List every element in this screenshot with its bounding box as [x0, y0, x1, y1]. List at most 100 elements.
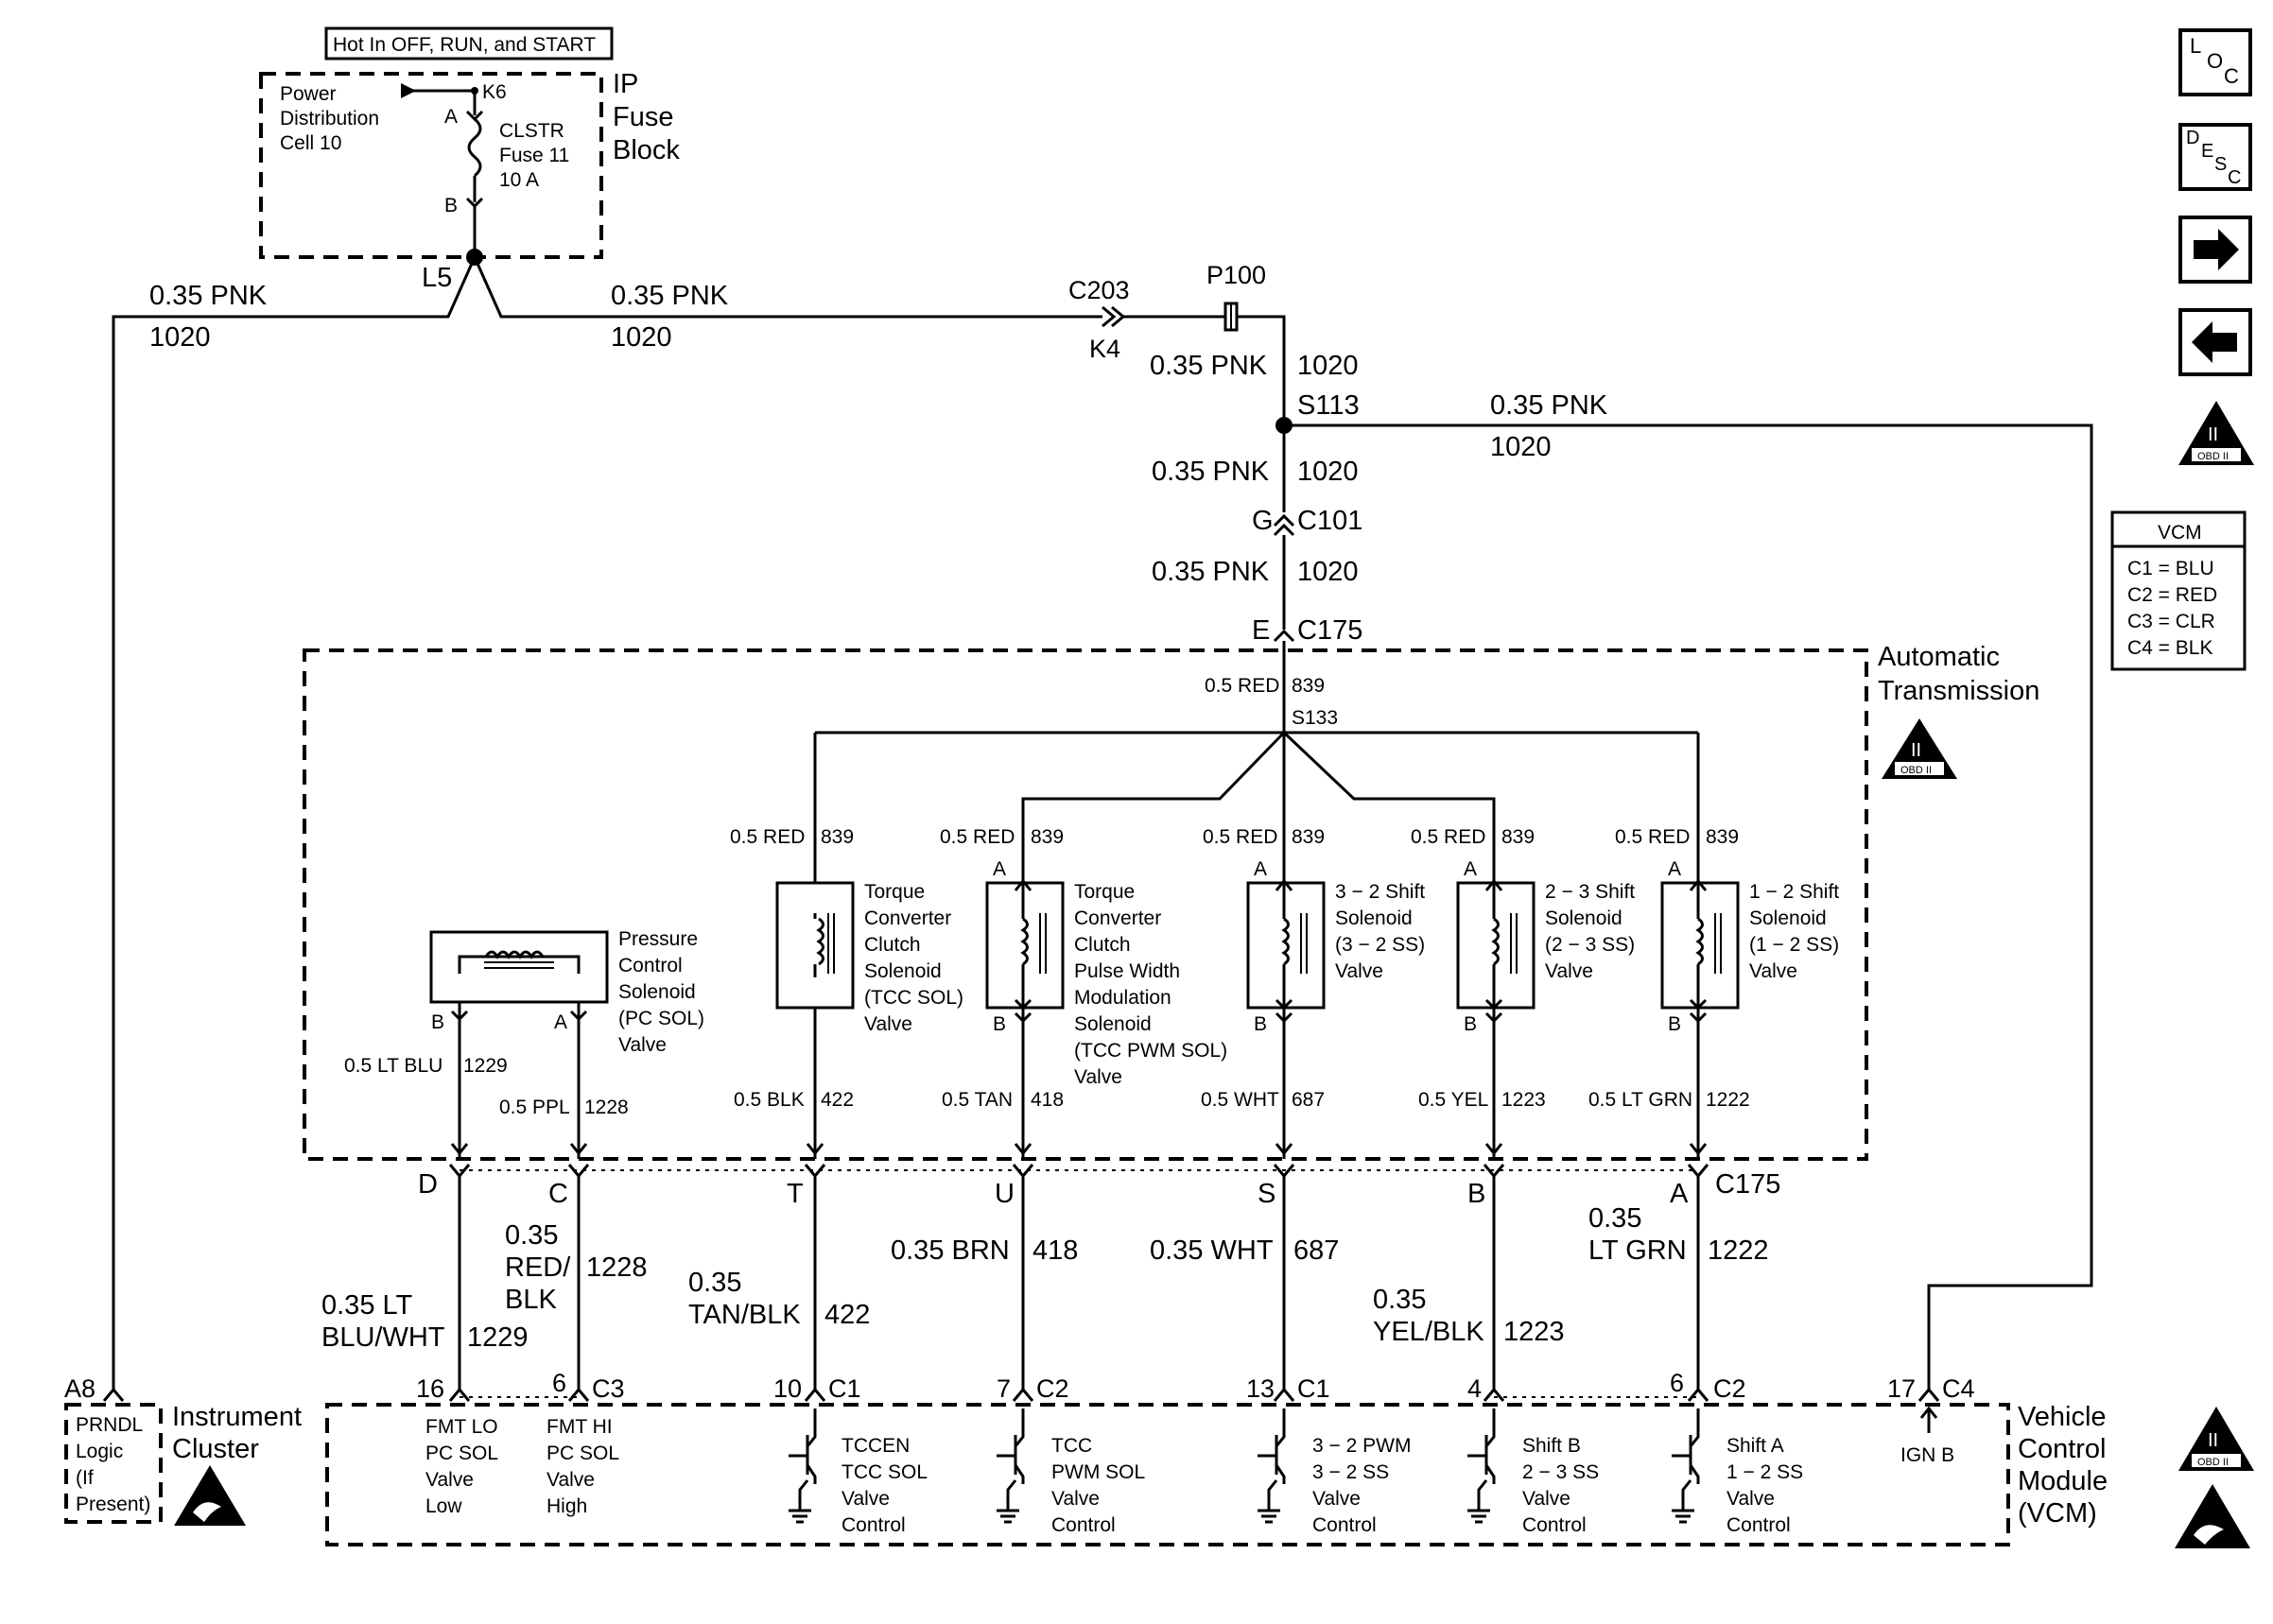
svg-text:Low: Low	[425, 1495, 462, 1517]
svg-text:1222: 1222	[1708, 1235, 1769, 1266]
svg-text:0.35: 0.35	[688, 1268, 741, 1298]
fuse-11: K6 A B CLSTR Fuse 11 10 A	[401, 81, 569, 255]
svg-text:PC SOL: PC SOL	[425, 1443, 498, 1464]
svg-text:Control: Control	[618, 955, 683, 976]
driver-transistor-icon	[787, 1408, 817, 1524]
svg-text:Control: Control	[1312, 1514, 1377, 1536]
label-ltbluwht-1229: 0.35 LT BLU/WHT 1229	[321, 1290, 529, 1353]
svg-text:B: B	[1467, 1179, 1485, 1209]
loc-button[interactable]: L O C	[2178, 28, 2252, 96]
connector-c175-bottom: D C T U S B A C175	[418, 1164, 1780, 1209]
cluster-pin-a8: A8	[64, 1374, 95, 1403]
svg-text:0.35 WHT: 0.35 WHT	[1150, 1235, 1274, 1266]
svg-text:High: High	[547, 1495, 587, 1517]
svg-text:Valve: Valve	[864, 1013, 912, 1035]
obd-ii-vcm-icon: II OBD II	[2178, 1407, 2254, 1471]
svg-text:839: 839	[1706, 826, 1739, 848]
svg-text:0.35 BRN: 0.35 BRN	[891, 1235, 1010, 1266]
svg-text:1228: 1228	[586, 1253, 648, 1283]
vcm-ignb: IGN B	[1900, 1406, 1954, 1466]
svg-text:Instrument: Instrument	[172, 1402, 302, 1432]
svg-text:Shift B: Shift B	[1522, 1435, 1581, 1457]
svg-text:1020: 1020	[149, 322, 211, 353]
ip-fuse-block-outline	[259, 72, 603, 259]
svg-text:C175: C175	[1715, 1169, 1780, 1200]
label-red-32: 0.5 RED 839	[1203, 826, 1325, 848]
svg-text:RED/: RED/	[505, 1253, 571, 1283]
shift-32-solenoid-label: 3 − 2 Shift Solenoid (3 − 2 SS) Valve	[1335, 881, 1425, 982]
svg-text:1020: 1020	[1490, 432, 1552, 462]
svg-text:839: 839	[1501, 826, 1535, 848]
svg-text:CLSTR: CLSTR	[499, 120, 564, 142]
vcm-shiftb-label: Shift B 2 − 3 SS Valve Control	[1522, 1435, 1599, 1536]
svg-text:E: E	[2201, 141, 2213, 162]
svg-text:YEL/BLK: YEL/BLK	[1373, 1317, 1484, 1347]
prev-button[interactable]	[2178, 308, 2252, 376]
svg-text:839: 839	[1292, 675, 1325, 697]
label-red-tcc: 0.5 RED 839	[730, 826, 854, 848]
svg-text:0.5 BLK: 0.5 BLK	[734, 1089, 805, 1111]
shift-12-solenoid-label: 1 − 2 Shift Solenoid (1 − 2 SS) Valve	[1749, 881, 1839, 982]
svg-text:Cluster: Cluster	[172, 1434, 259, 1464]
svg-text:Valve: Valve	[1335, 960, 1383, 982]
svg-text:0.5 RED: 0.5 RED	[1203, 826, 1277, 848]
splice-l5-label: L5	[422, 263, 452, 293]
svg-text:A: A	[1670, 1179, 1689, 1209]
svg-text:0.5 WHT: 0.5 WHT	[1201, 1089, 1279, 1111]
svg-text:1223: 1223	[1503, 1317, 1565, 1347]
svg-text:0.35: 0.35	[505, 1220, 558, 1251]
right-arrow-icon	[2194, 229, 2239, 270]
svg-text:B: B	[431, 1011, 444, 1033]
svg-text:OBD II: OBD II	[1900, 765, 1932, 776]
svg-text:C1: C1	[1297, 1374, 1330, 1403]
svg-text:C: C	[2224, 64, 2239, 88]
svg-text:B: B	[1464, 1013, 1477, 1035]
label-ppl-1228: 0.5 PPL 1228	[499, 1097, 629, 1118]
svg-text:Torque: Torque	[1074, 881, 1135, 903]
svg-text:TCC: TCC	[1051, 1435, 1092, 1457]
svg-text:Valve: Valve	[1749, 960, 1797, 982]
svg-text:Control: Control	[842, 1514, 906, 1536]
vcm-tccpwm-label: TCC PWM SOL Valve Control	[1051, 1435, 1145, 1536]
svg-text:(2 − 3 SS): (2 − 3 SS)	[1545, 934, 1635, 956]
next-button[interactable]	[2178, 216, 2252, 284]
left-arrow-icon	[2192, 321, 2237, 363]
connector-p100: P100	[1123, 261, 1286, 425]
svg-text:Control: Control	[1522, 1514, 1587, 1536]
svg-text:C1 = BLU: C1 = BLU	[2127, 558, 2214, 579]
vcm-pin-connectors	[102, 1387, 1940, 1402]
svg-text:Valve: Valve	[1051, 1488, 1100, 1510]
svg-text:687: 687	[1292, 1089, 1325, 1111]
svg-text:839: 839	[1031, 826, 1064, 848]
label-wht-687-lower: 0.35 WHT 687	[1150, 1235, 1339, 1266]
driver-transistor-icon	[995, 1408, 1025, 1524]
svg-text:K4: K4	[1089, 335, 1120, 363]
lower-wires	[458, 1176, 1700, 1390]
svg-text:C3: C3	[592, 1374, 625, 1403]
svg-text:0.35: 0.35	[1588, 1203, 1641, 1234]
svg-text:Valve: Valve	[1726, 1488, 1775, 1510]
svg-text:Converter: Converter	[1074, 907, 1161, 929]
driver-transistor-icon	[1466, 1408, 1496, 1524]
vcm-fmthi-label: FMT HI PC SOL Valve High	[547, 1416, 619, 1517]
svg-text:0.5 RED: 0.5 RED	[1411, 826, 1485, 848]
svg-text:D: D	[418, 1169, 438, 1200]
svg-text:C2 = RED: C2 = RED	[2127, 584, 2217, 606]
svg-text:Valve: Valve	[547, 1469, 595, 1491]
svg-text:Modulation: Modulation	[1074, 987, 1171, 1009]
svg-text:418: 418	[1031, 1089, 1064, 1111]
svg-text:C: C	[2228, 167, 2241, 188]
svg-text:Valve: Valve	[1522, 1488, 1570, 1510]
desc-button[interactable]: D E S C	[2178, 123, 2252, 191]
svg-text:0.5 TAN: 0.5 TAN	[942, 1089, 1013, 1111]
svg-text:0.5 PPL: 0.5 PPL	[499, 1097, 570, 1118]
svg-text:C4: C4	[1942, 1374, 1975, 1403]
svg-text:A: A	[1254, 858, 1267, 880]
svg-text:Present): Present)	[76, 1494, 150, 1515]
label-blk-422: 0.5 BLK 422	[734, 1089, 854, 1111]
svg-text:0.5 LT BLU: 0.5 LT BLU	[344, 1055, 442, 1077]
svg-text:0.5 RED: 0.5 RED	[1615, 826, 1690, 848]
svg-text:C203: C203	[1068, 276, 1130, 304]
label-wht-687: 0.5 WHT 687	[1201, 1089, 1325, 1111]
svg-text:2 − 3 Shift: 2 − 3 Shift	[1545, 881, 1635, 903]
